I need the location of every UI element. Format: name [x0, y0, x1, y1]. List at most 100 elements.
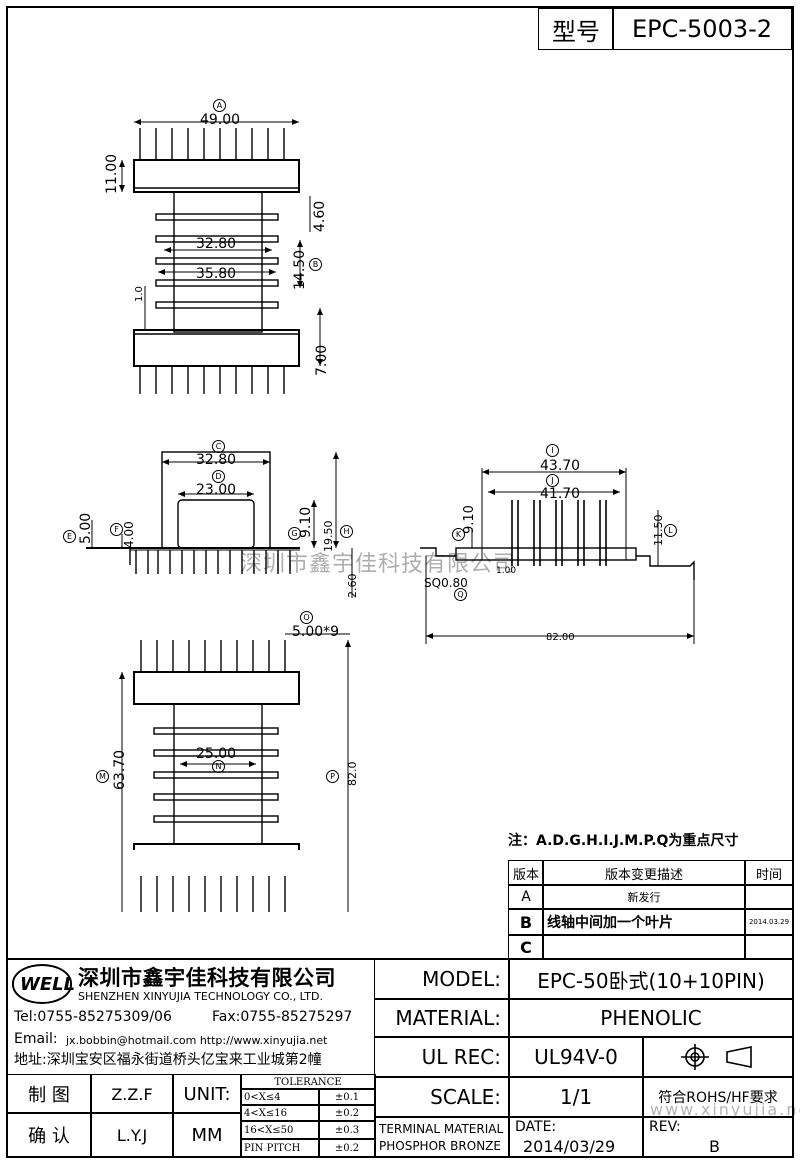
- dim-A: 49.00: [200, 112, 241, 128]
- callout-b: B: [309, 258, 322, 271]
- dim-11: 11.00: [104, 153, 120, 194]
- dim-P: 82.0: [346, 761, 359, 787]
- top-view: [119, 119, 323, 394]
- part-number: EPC-5003-2: [612, 8, 792, 50]
- callout-a: A: [213, 99, 226, 112]
- dim-N: 25.00: [196, 746, 237, 762]
- tolerance-title: TOLERANCE: [240, 1074, 376, 1090]
- dim-14-50: 14.50: [292, 249, 308, 290]
- terminal-value: PHOSPHOR BRONZE: [379, 1139, 501, 1153]
- terminal-cell: TERMINAL MATERIAL PHOSPHOR BRONZE: [374, 1116, 510, 1158]
- dim-J: 41.70: [540, 486, 581, 502]
- callout-o: O: [300, 611, 313, 624]
- date-cell: DATE: 2014/03/29: [508, 1116, 644, 1158]
- rev-row-date: 2014.03.29: [744, 908, 794, 936]
- dim-C: 32.80: [196, 452, 237, 468]
- rev-header-date: 时间: [744, 860, 794, 886]
- ulrec-value: UL94V-0: [508, 1036, 644, 1078]
- material-label: MATERIAL:: [374, 998, 510, 1038]
- dim-4-60: 4.60: [312, 200, 328, 232]
- company-name-en: SHENZHEN XINYUJIA TECHNOLOGY CO., LTD.: [78, 990, 323, 1003]
- dim-SQ: SQ0.80: [424, 576, 468, 590]
- dim-M: 63.70: [112, 749, 128, 790]
- rev-row-version: A: [508, 884, 544, 910]
- unit-label: UNIT:: [172, 1074, 242, 1114]
- material-value: PHENOLIC: [508, 998, 794, 1038]
- dim-7-00: 7.00: [314, 344, 330, 376]
- callout-h: H: [340, 525, 353, 538]
- company-tel: Tel:0755-85275309/06: [14, 1009, 172, 1025]
- dim-1-00: 1.00: [496, 566, 517, 576]
- date-label: DATE:: [515, 1119, 557, 1135]
- rev-row-desc: 线轴中间加一个叶片: [542, 908, 746, 936]
- rev-cell: REV: B: [642, 1116, 794, 1158]
- tolerance-value: ±0.1: [318, 1088, 376, 1106]
- callout-f: F: [110, 523, 123, 536]
- dim-82-00: 82.00: [546, 632, 575, 643]
- callout-i: I: [546, 444, 559, 457]
- date-value: 2014/03/29: [523, 1137, 616, 1156]
- tolerance-value: ±0.3: [318, 1120, 376, 1140]
- callout-l: L: [664, 524, 677, 537]
- callout-j: J: [546, 474, 559, 487]
- callout-k: K: [452, 528, 465, 541]
- title-block: [6, 958, 794, 1160]
- company-fax: Fax:0755-85275297: [212, 1009, 353, 1025]
- rev-header-desc: 版本变更描述: [542, 860, 746, 886]
- rev-row-desc: [542, 934, 746, 960]
- callout-m: M: [96, 770, 109, 783]
- projection-symbol: [642, 1036, 794, 1078]
- callout-n: N: [212, 760, 225, 773]
- callout-d: D: [212, 470, 225, 483]
- rev-row-date: [744, 934, 794, 960]
- tolerance-value: ±0.2: [318, 1138, 376, 1158]
- checked-by: L.Y.J: [90, 1112, 174, 1158]
- callout-q: Q: [454, 588, 467, 601]
- dim-K: 9.10: [462, 505, 477, 534]
- key-dimension-note: 注：A.D.G.H.I.J.M.P.Q为重点尺寸: [508, 833, 739, 849]
- type-label: 型号: [538, 8, 614, 50]
- dim-D: 23.00: [196, 482, 237, 498]
- model-value: EPC-50卧式(10+10PIN): [508, 958, 794, 1000]
- company-address: 地址:深圳宝安区福永街道桥头亿宝来工业城第2幢: [14, 1052, 322, 1068]
- third-angle-projection-icon: [681, 1044, 752, 1070]
- callout-c: C: [212, 440, 225, 453]
- company-name-cn: 深圳市鑫宇佳科技有限公司: [78, 966, 336, 990]
- scale-value: 1/1: [508, 1076, 644, 1118]
- terminal-label: TERMINAL MATERIAL: [379, 1122, 504, 1136]
- side-view: [420, 468, 695, 644]
- ulrec-label: UL REC:: [374, 1036, 510, 1078]
- dim-O: 5.00*9: [292, 624, 340, 640]
- company-logo: WELL: [12, 964, 76, 1004]
- dim-35-80: 35.80: [196, 266, 237, 282]
- technical-drawings: [86, 119, 695, 850]
- tolerance-range: 4<X≤16: [240, 1104, 320, 1122]
- rev-value: B: [709, 1137, 720, 1156]
- dim-4-00: 4.00: [122, 521, 136, 548]
- dim-32-80-top: 32.80: [196, 236, 237, 252]
- callout-e: E: [63, 530, 76, 543]
- checked-label: 确 认: [6, 1112, 92, 1158]
- bottom-view-pins: [121, 850, 349, 912]
- rev-label: REV:: [649, 1119, 681, 1135]
- company-email-label: Email:: [14, 1031, 58, 1047]
- tolerance-value: ±0.2: [318, 1104, 376, 1122]
- logo-text: WELL: [20, 974, 76, 995]
- rev-row-desc: 新发行: [542, 884, 746, 910]
- dim-I: 43.70: [540, 458, 581, 474]
- tolerance-range: 16<X≤50: [240, 1120, 320, 1140]
- drawn-by: Z.Z.F: [90, 1074, 174, 1114]
- callout-p: P: [326, 770, 339, 783]
- company-email: jx.bobbin@hotmail.com http://www.xinyuji…: [66, 1034, 328, 1047]
- dim-F: 5.00: [78, 512, 94, 544]
- rev-row-date: [744, 884, 794, 910]
- tolerance-range: 0<X≤4: [240, 1088, 320, 1106]
- rev-row-version: C: [508, 934, 544, 960]
- rev-header-version: 版本: [508, 860, 544, 886]
- scale-label: SCALE:: [374, 1076, 510, 1118]
- unit-value: MM: [172, 1112, 242, 1158]
- bottom-view: [119, 633, 351, 850]
- tolerance-range: PIN PITCH: [240, 1138, 320, 1158]
- compliance: 符合ROHS/HF要求: [642, 1076, 794, 1118]
- watermark: 深圳市鑫宇佳科技有限公司: [240, 552, 517, 577]
